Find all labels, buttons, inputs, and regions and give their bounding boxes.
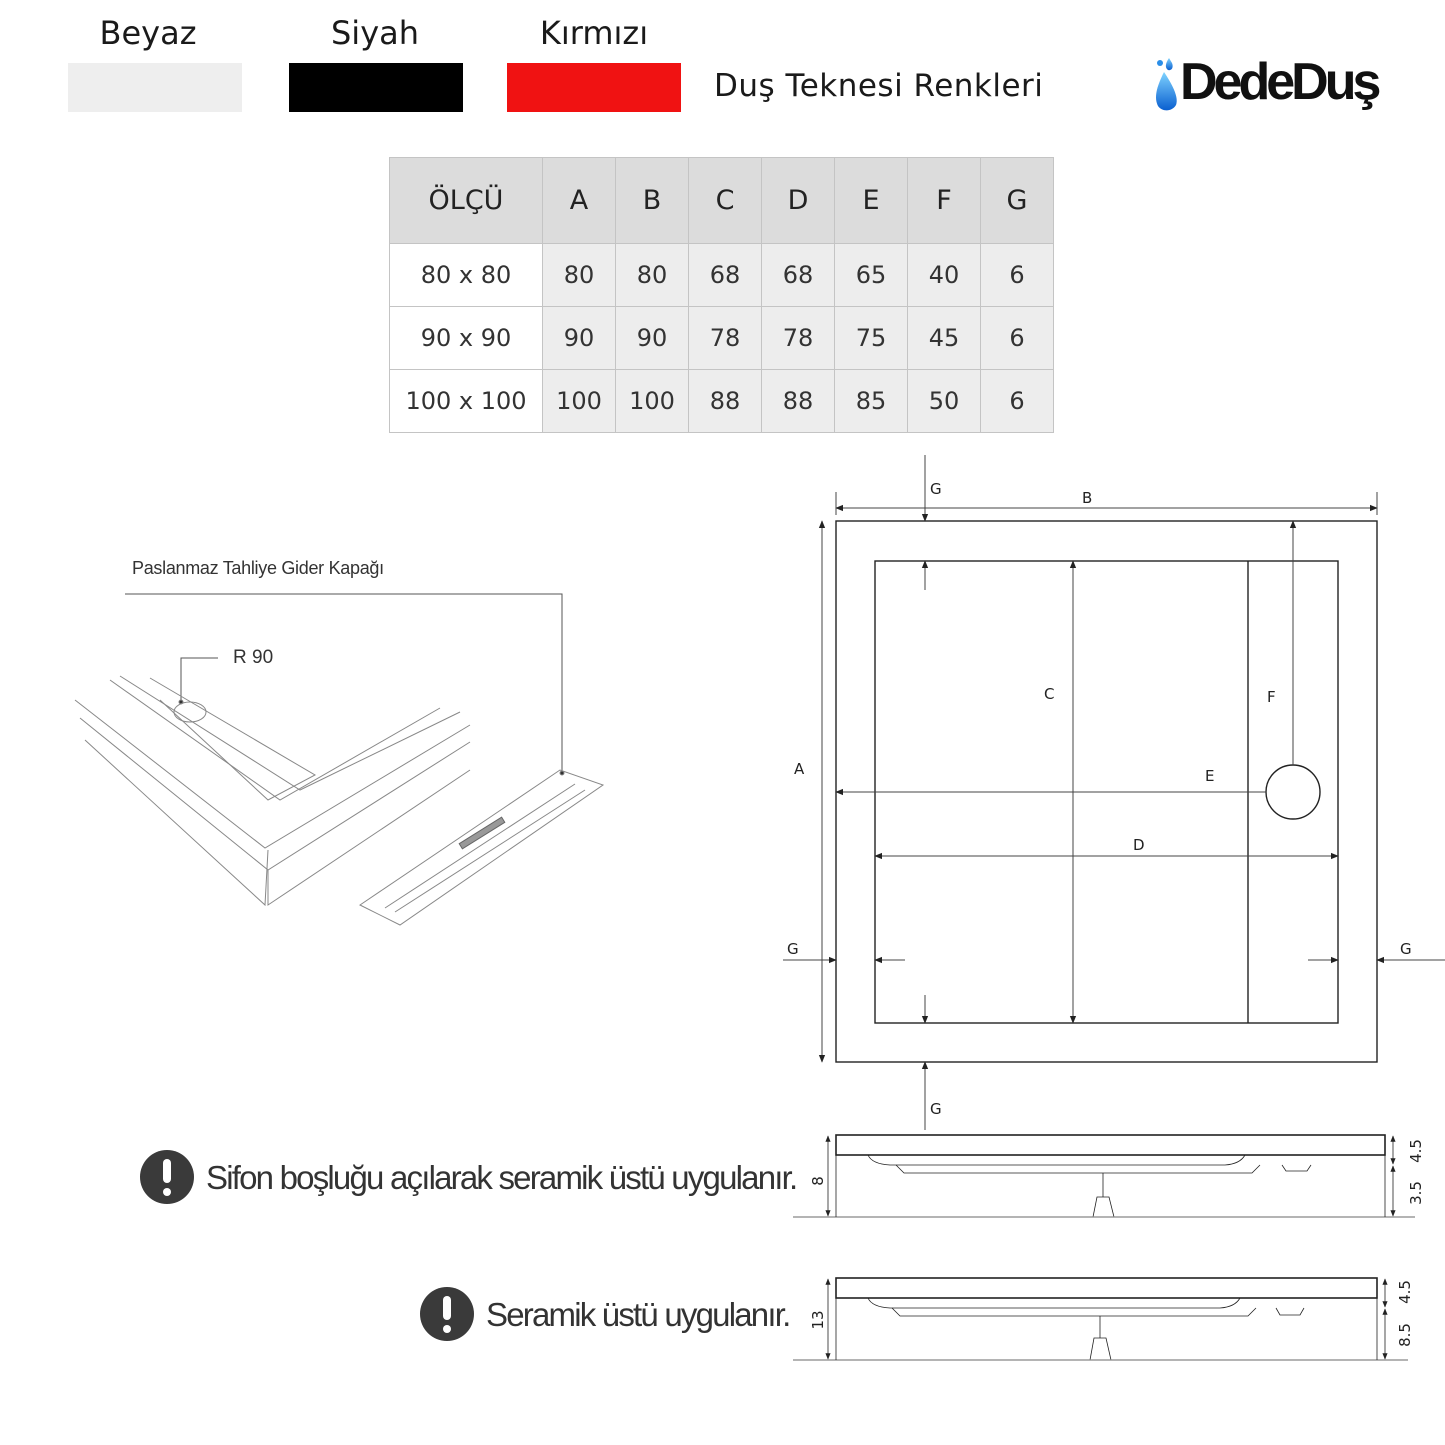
dim-label-b: B — [1082, 489, 1092, 507]
cell: 90 — [542, 306, 616, 370]
exclamation-icon — [140, 1150, 194, 1204]
header-b: B — [615, 157, 689, 244]
cell: 75 — [834, 306, 908, 370]
color-swatch-black — [289, 63, 463, 112]
brand-logo: DedeDuş — [1152, 50, 1382, 120]
cell: 100 — [542, 369, 616, 433]
cell: 80 — [615, 243, 689, 307]
size-table: ÖLÇÜ A B C D E F G 80 x 80 80 80 68 68 6… — [389, 157, 1054, 433]
color-label-black: Siyah — [330, 14, 420, 52]
exclamation-icon — [420, 1287, 474, 1341]
cell: 88 — [761, 369, 835, 433]
warning-2: Seramik üstü uygulanır. — [420, 1287, 791, 1341]
table-row: 100 x 100 100 100 88 88 85 50 6 — [389, 369, 1054, 433]
warning-text-1: Sifon boşluğu açılarak seramik üstü uygu… — [206, 1159, 796, 1196]
height-total-1: 8 — [809, 1176, 827, 1186]
cell: 68 — [761, 243, 835, 307]
table-row: 90 x 90 90 90 78 78 75 45 6 — [389, 306, 1054, 370]
cell: 65 — [834, 243, 908, 307]
height-bottom-2: 8.5 — [1396, 1323, 1414, 1347]
cell: 40 — [907, 243, 981, 307]
dim-label-e: E — [1205, 767, 1214, 785]
header-size: ÖLÇÜ — [389, 157, 543, 244]
cell: 90 x 90 — [389, 306, 543, 370]
cell: 88 — [688, 369, 762, 433]
cell: 100 x 100 — [389, 369, 543, 433]
cell: 100 — [615, 369, 689, 433]
cell: 45 — [907, 306, 981, 370]
cell: 78 — [688, 306, 762, 370]
dim-label-c: C — [1044, 685, 1054, 703]
plan-view: B G A C D E F G G G — [783, 455, 1445, 1130]
dim-label-d: D — [1133, 836, 1145, 854]
brand-logo-text: DedeDuş — [1180, 53, 1381, 111]
header-d: D — [761, 157, 835, 244]
radius-label: R 90 — [233, 647, 273, 668]
dim-label-g-top: G — [930, 480, 942, 498]
warning-1: Sifon boşluğu açılarak seramik üstü uygu… — [140, 1150, 798, 1204]
header-e: E — [834, 157, 908, 244]
dim-label-f: F — [1267, 688, 1276, 706]
cell: 80 — [542, 243, 616, 307]
water-drop-icon — [1156, 58, 1177, 111]
cell: 80 x 80 — [389, 243, 543, 307]
colors-title: Duş Teknesi Renkleri — [714, 68, 1044, 104]
cell: 6 — [980, 306, 1054, 370]
cell: 85 — [834, 369, 908, 433]
section-view-2: 13 4.5 8.5 — [793, 1277, 1414, 1361]
isometric-detail: Paslanmaz Tahliye Gider Kapağı R 90 — [74, 558, 605, 926]
drain-cover-label: Paslanmaz Tahliye Gider Kapağı — [132, 558, 384, 578]
header-a: A — [542, 157, 616, 244]
cell: 68 — [688, 243, 762, 307]
cell: 6 — [980, 369, 1054, 433]
cell: 78 — [761, 306, 835, 370]
color-swatch-white — [68, 63, 242, 112]
dim-label-g-bottom: G — [930, 1100, 942, 1118]
color-label-red: Kırmızı — [539, 14, 649, 52]
cell: 90 — [615, 306, 689, 370]
color-label-white: Beyaz — [99, 14, 197, 52]
dim-label-g-left: G — [787, 940, 799, 958]
height-top-2: 4.5 — [1396, 1280, 1414, 1304]
section-view-1: 8 4.5 3.5 — [793, 1134, 1425, 1218]
height-total-2: 13 — [809, 1310, 827, 1329]
color-swatch-red — [507, 63, 681, 112]
warning-text-2: Seramik üstü uygulanır. — [486, 1296, 789, 1333]
dim-label-a: A — [794, 760, 805, 778]
header-g: G — [980, 157, 1054, 244]
height-bottom-1: 3.5 — [1407, 1181, 1425, 1205]
dim-label-g-right: G — [1400, 940, 1412, 958]
cell: 50 — [907, 369, 981, 433]
table-header-row: ÖLÇÜ A B C D E F G — [389, 157, 1054, 244]
height-top-1: 4.5 — [1407, 1139, 1425, 1163]
